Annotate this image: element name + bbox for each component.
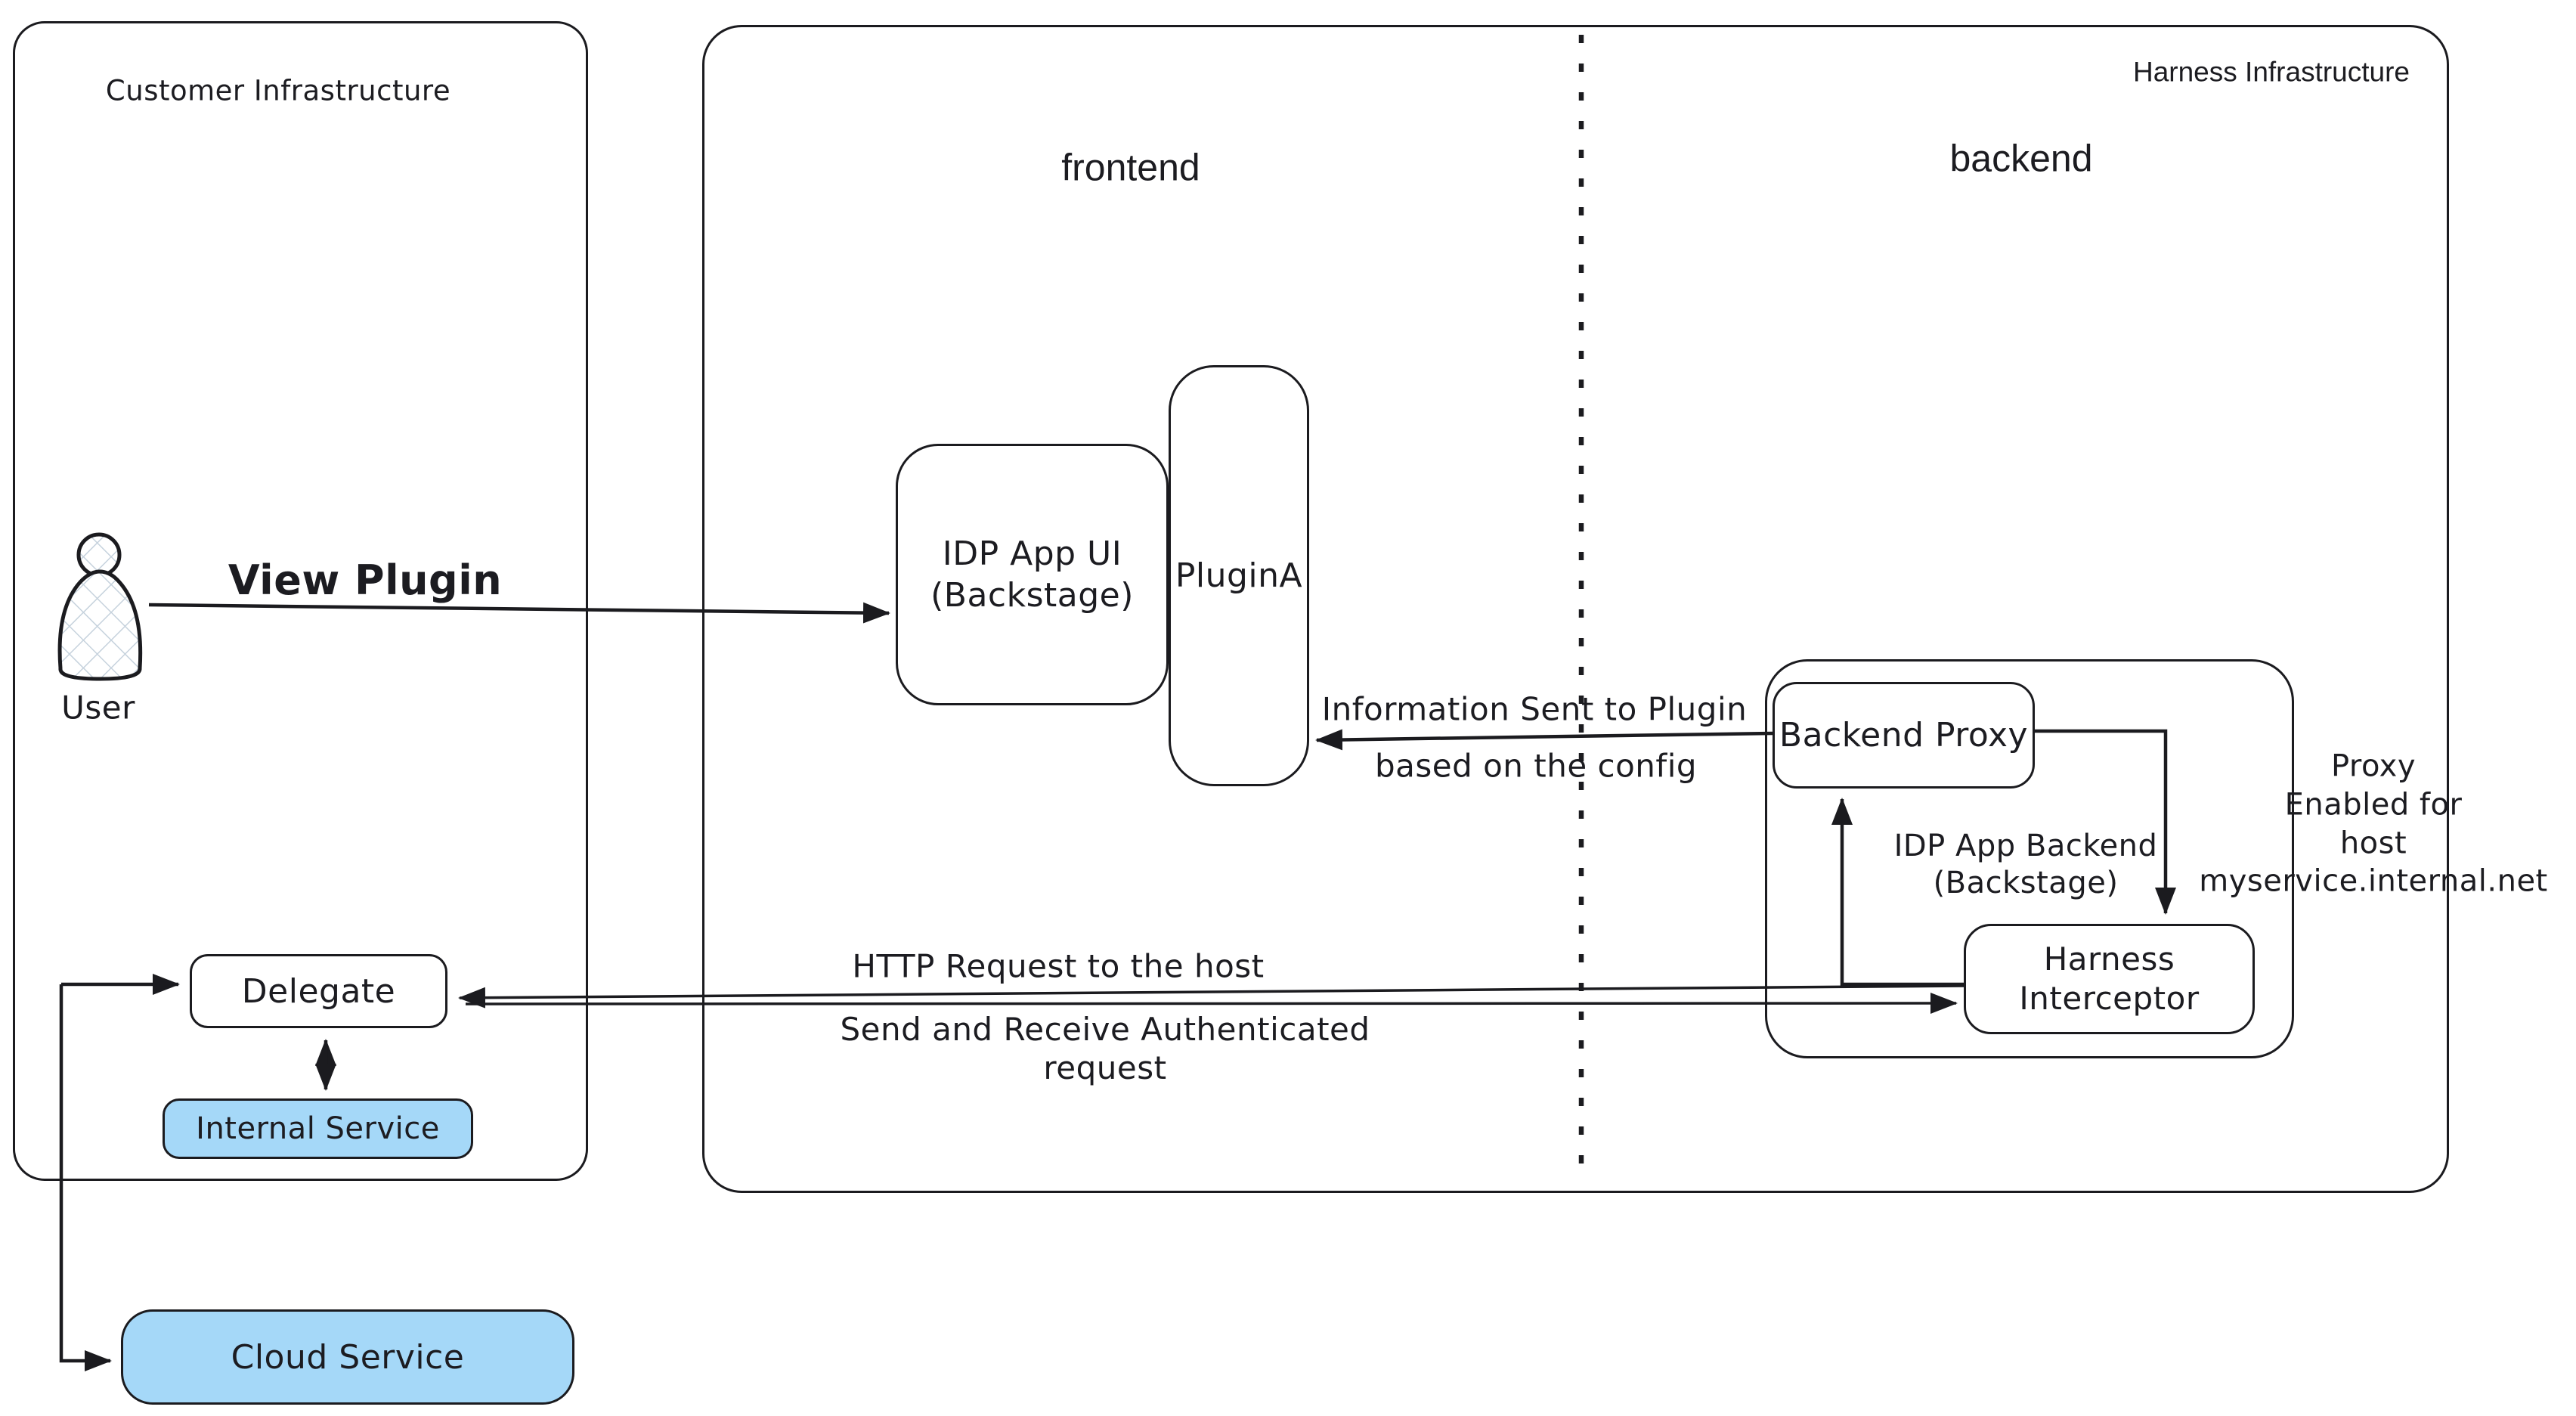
info-sent-label-line2: based on the config — [1374, 747, 1698, 785]
customer-infrastructure-container — [13, 21, 588, 1181]
info-sent-label-line1: Information Sent to Plugin — [1321, 690, 1748, 728]
http-request-label: HTTP Request to the host — [852, 947, 1265, 985]
backend-proxy-label: Backend Proxy — [1779, 716, 2029, 754]
frontend-zone-label: frontend — [1061, 146, 1200, 189]
auth-request-label: Send and Receive Authenticated request — [840, 1010, 1370, 1086]
customer-infrastructure-title: Customer Infrastructure — [105, 74, 451, 107]
harness-infrastructure-title: Harness Infrastructure — [2132, 56, 2410, 88]
delegate-label: Delegate — [241, 971, 396, 1011]
idp-app-backend-label: IDP App Backend (Backstage) — [1893, 829, 2158, 900]
internal-service-node: Internal Service — [163, 1098, 473, 1159]
idp-app-ui-node: IDP App UI (Backstage) — [896, 444, 1169, 705]
view-plugin-label: View Plugin — [228, 556, 503, 605]
plugin-a-node: PluginA — [1169, 365, 1309, 786]
backend-proxy-node: Backend Proxy — [1773, 682, 2035, 789]
cloud-service-label: Cloud Service — [231, 1337, 465, 1377]
internal-service-label: Internal Service — [196, 1111, 440, 1146]
delegate-node: Delegate — [190, 954, 447, 1028]
cloud-service-node: Cloud Service — [121, 1309, 574, 1405]
harness-interceptor-node: Harness Interceptor — [1964, 924, 2255, 1034]
harness-interceptor-label: Harness Interceptor — [2019, 940, 2200, 1018]
plugin-a-label: PluginA — [1175, 556, 1303, 595]
backend-zone-label: backend — [1949, 137, 2093, 180]
proxy-note-label: Proxy Enabled for host myservice.interna… — [2199, 748, 2548, 899]
idp-app-backend-container — [1765, 659, 2294, 1058]
idp-app-ui-label: IDP App UI (Backstage) — [930, 534, 1134, 615]
user-label: User — [61, 689, 135, 727]
